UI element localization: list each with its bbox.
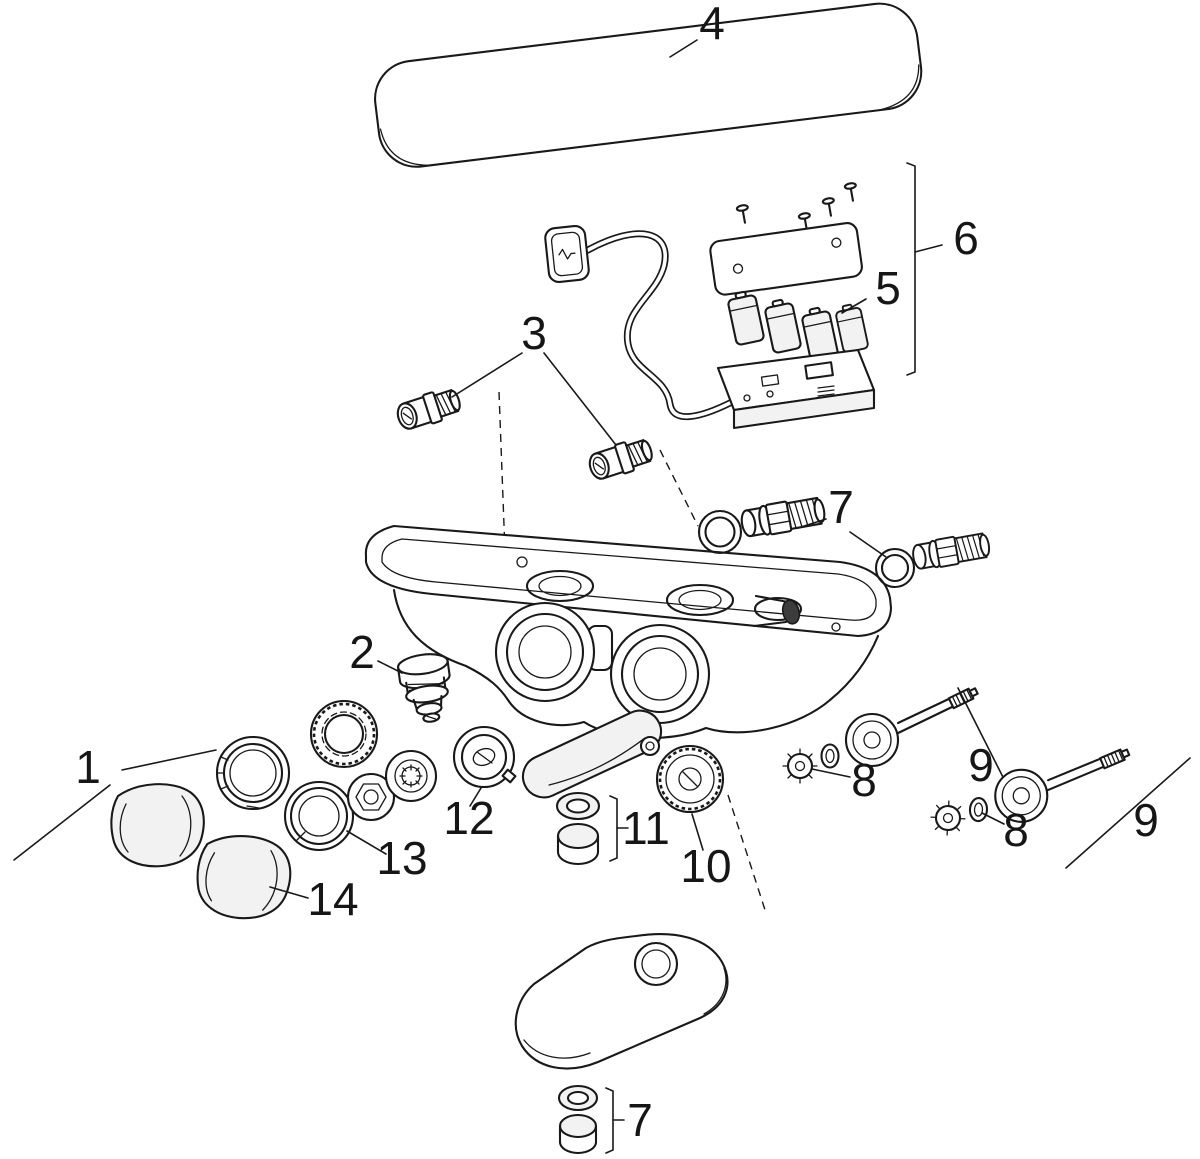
callout-9-right-label: 9 xyxy=(1133,794,1159,846)
leader-10 xyxy=(691,813,704,851)
leader-3a xyxy=(451,352,523,398)
battery-cover-plate xyxy=(709,222,863,296)
screw-icon xyxy=(843,181,860,203)
alignment-axes xyxy=(498,391,767,914)
part-ring-13 xyxy=(283,780,387,855)
part-circuit-board xyxy=(716,348,876,430)
part-inlet-fittings xyxy=(697,494,993,589)
leader-4 xyxy=(669,39,698,58)
part-lever xyxy=(521,709,663,799)
callout-7-top-label: 7 xyxy=(828,481,854,533)
bracket-7-bottom xyxy=(605,1087,614,1154)
callout-14-label: 14 xyxy=(307,873,358,925)
callout-8-left-label: 8 xyxy=(851,754,877,806)
callout-labels: 1 2 3 4 5 6 7 7 8 8 9 9 10 11 12 13 14 xyxy=(75,0,1159,1146)
part-base-plate xyxy=(514,933,729,1070)
inlet-fitting xyxy=(738,494,828,541)
part-electronics-module xyxy=(709,162,943,430)
leader-1b xyxy=(121,749,217,771)
part-housing-body xyxy=(364,524,893,740)
bracket-6 xyxy=(906,162,916,376)
part-marked-ring xyxy=(215,735,291,811)
leader-7a xyxy=(797,518,827,529)
sensor-remote xyxy=(544,224,590,284)
leader-2 xyxy=(377,660,403,674)
part-ring-nut xyxy=(309,699,379,769)
screw-icon xyxy=(821,196,838,218)
leader-12 xyxy=(469,787,482,807)
leader-8b xyxy=(981,812,1005,825)
part-knob-14 xyxy=(192,830,309,924)
outlet-stub xyxy=(781,599,801,625)
callout-11-label: 11 xyxy=(622,802,670,854)
check-valve xyxy=(585,434,657,485)
leader-7b xyxy=(849,531,887,558)
callout-4-label: 4 xyxy=(699,0,725,49)
part-cap-10 xyxy=(655,744,725,851)
leader-5 xyxy=(841,298,867,314)
check-valve xyxy=(393,384,465,435)
part-adapter-12 xyxy=(452,725,517,807)
leader-9b xyxy=(1065,757,1191,869)
callout-12-label: 12 xyxy=(443,792,494,844)
part-seal-rings-11 xyxy=(555,791,629,865)
callout-1-label: 1 xyxy=(75,741,101,793)
part-check-valves xyxy=(393,352,657,485)
callout-5-label: 5 xyxy=(875,262,901,314)
callout-6-label: 6 xyxy=(953,212,979,264)
part-hex-insert xyxy=(346,772,396,822)
callout-2-label: 2 xyxy=(349,626,375,678)
callout-8-right-label: 8 xyxy=(1003,804,1029,856)
part-glass-shelf xyxy=(374,2,923,168)
inlet-fitting xyxy=(910,529,993,573)
leader-1a xyxy=(13,784,111,861)
callout-10-label: 10 xyxy=(680,840,731,892)
part-seal-rings-7 xyxy=(557,1084,625,1155)
screw-icon xyxy=(735,203,752,225)
callout-13-label: 13 xyxy=(376,832,427,884)
part-cartridge-assy-lower xyxy=(929,736,1191,869)
callout-9-left-label: 9 xyxy=(968,739,994,791)
part-cartridge-2 xyxy=(377,653,451,723)
part-star-washer xyxy=(384,749,438,803)
callout-3-label: 3 xyxy=(521,307,547,359)
pivot-pin xyxy=(639,735,661,757)
bracket-11 xyxy=(609,795,618,862)
leader-6 xyxy=(914,244,943,253)
part-knob-1 xyxy=(13,749,217,868)
leader-3b xyxy=(543,352,617,446)
callout-7-bottom-label: 7 xyxy=(627,1094,653,1146)
leader-14 xyxy=(269,886,309,899)
part-sensor-cable xyxy=(544,224,736,421)
leader-13 xyxy=(346,830,387,855)
leader-8a xyxy=(811,768,851,778)
